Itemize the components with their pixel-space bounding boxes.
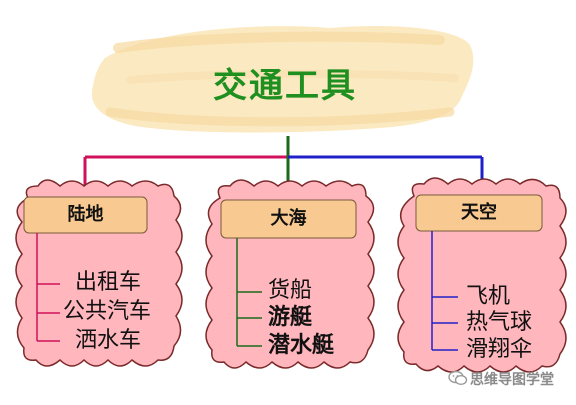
item-land-3: 洒水车 — [75, 328, 142, 353]
category-label-sky: 天空 — [461, 202, 497, 223]
item-sea-1: 货船 — [268, 278, 313, 303]
item-sea-3: 潜水艇 — [268, 333, 335, 358]
branches-sky — [431, 231, 458, 351]
wechat-icon — [448, 370, 468, 386]
item-sea-2: 游艇 — [268, 305, 313, 330]
branches-land — [36, 233, 60, 342]
category-label-sea: 大海 — [270, 208, 307, 229]
item-sky-3: 滑翔伞 — [466, 337, 533, 362]
label-box-sea — [220, 199, 357, 239]
label-box-sky — [415, 194, 543, 232]
diagram-title: 交通工具 — [213, 66, 357, 106]
watermark-text: 思维导图学堂 — [470, 372, 554, 388]
item-land-1: 出租车 — [75, 270, 142, 295]
branches-sea — [236, 238, 262, 347]
category-label-land: 陆地 — [67, 204, 104, 225]
title-brush-background — [91, 25, 474, 133]
item-sky-1: 飞机 — [466, 284, 511, 309]
label-box-land — [23, 196, 148, 234]
item-land-2: 公共汽车 — [63, 299, 152, 324]
item-sky-2: 热气球 — [466, 310, 533, 335]
